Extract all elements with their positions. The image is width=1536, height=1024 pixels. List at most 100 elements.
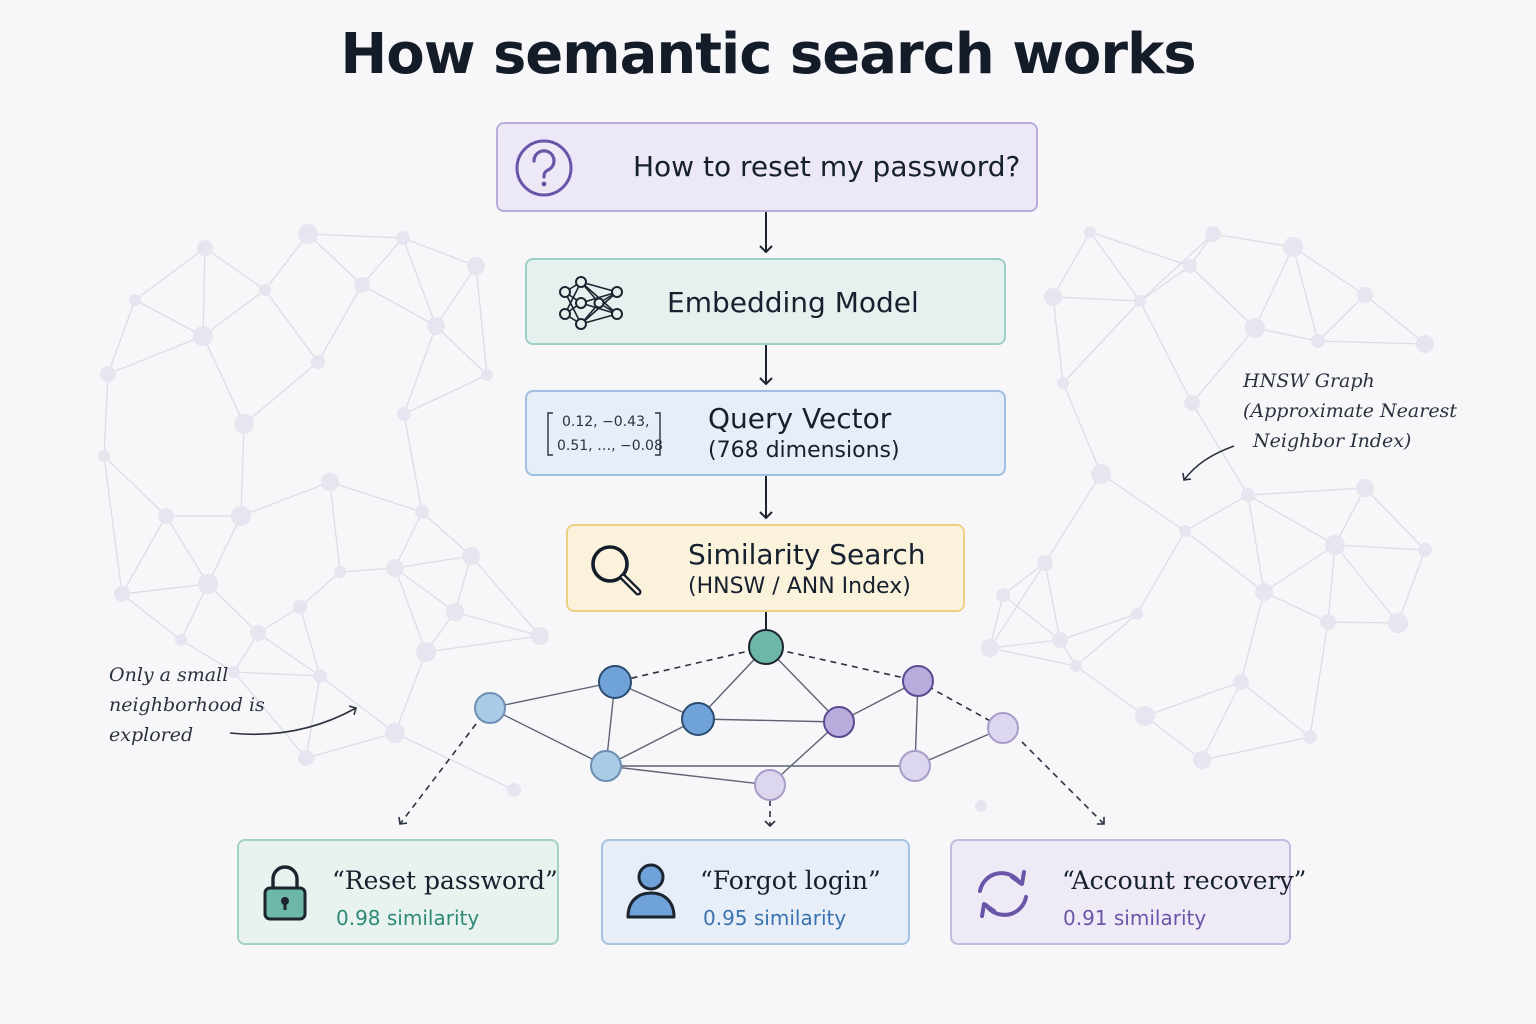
background-graph-edge	[454, 555, 472, 613]
background-graph-node	[1091, 464, 1111, 484]
background-graph-node	[1193, 751, 1211, 769]
background-graph-edge	[1201, 736, 1311, 761]
background-graph-node	[1084, 226, 1096, 238]
result-card-forgot-login[interactable]: “Forgot login” 0.95 similarity	[601, 839, 910, 945]
query-box: How to reset my password?	[496, 122, 1038, 212]
background-graph-edge	[1263, 591, 1329, 623]
background-graph-node	[1233, 674, 1249, 690]
background-graph-edge	[1292, 246, 1319, 342]
background-graph-node	[1184, 395, 1200, 411]
background-graph-edge	[403, 325, 437, 415]
background-graph-edge	[1002, 594, 1061, 641]
background-graph-node	[446, 603, 464, 621]
background-graph-node	[975, 800, 987, 812]
background-graph-node	[467, 257, 485, 275]
user-icon	[626, 863, 676, 919]
query-text: How to reset my password?	[633, 150, 1021, 183]
background-graph-node	[114, 586, 130, 602]
background-graph-edge	[257, 606, 301, 634]
annotation-arrow-graph	[1182, 445, 1235, 481]
background-graph-edge	[1136, 530, 1186, 615]
subgraph-node	[823, 706, 855, 738]
background-graph-node	[1416, 335, 1434, 353]
background-graph-node	[193, 326, 213, 346]
background-graph-node	[1356, 479, 1374, 497]
background-graph-node	[100, 366, 116, 382]
background-graph-edge	[1212, 233, 1294, 248]
background-graph-edge	[1139, 300, 1193, 404]
background-graph-edge	[204, 247, 266, 291]
query-vector-label: Query Vector	[708, 402, 892, 435]
background-graph-edge	[989, 594, 1004, 649]
background-graph-node	[462, 547, 480, 565]
subgraph-edge	[605, 718, 699, 767]
background-graph-edge	[307, 233, 404, 239]
subgraph-node	[754, 769, 786, 801]
background-graph-node	[198, 574, 218, 594]
background-graph-node	[334, 566, 346, 578]
background-graph-node	[415, 505, 429, 519]
background-graph-edge	[425, 635, 541, 653]
background-graph-edge	[207, 515, 242, 585]
background-graph-edge	[103, 455, 123, 595]
entry-point-node	[748, 629, 784, 665]
background-graph-edge	[435, 325, 488, 376]
background-graph-edge	[329, 481, 341, 573]
result-title: “Reset password”	[332, 866, 558, 895]
result-card-account-recovery[interactable]: “Account recovery” 0.91 similarity	[950, 839, 1306, 945]
result-card-reset-password[interactable]: “Reset password” 0.98 similarity	[237, 839, 559, 945]
background-graph-edge	[1247, 487, 1366, 496]
background-graph-node	[197, 240, 213, 256]
neighborhood-annotation-line-3: explored	[109, 724, 194, 746]
background-graph-edge	[207, 583, 259, 634]
background-graph-node	[1037, 555, 1053, 571]
lock-icon	[263, 865, 307, 921]
background-graph-node	[1311, 334, 1325, 348]
background-graph-edge	[470, 555, 541, 637]
background-graph-node	[427, 317, 445, 335]
background-graph-edge	[989, 647, 1077, 667]
background-graph-node	[531, 627, 549, 645]
background-graph-edge	[361, 237, 404, 286]
background-graph-edge	[361, 284, 437, 327]
background-graph-edge	[243, 361, 319, 425]
query-vector-box: 0.12, −0.43, 0.51, …, −0.08 Query Vector…	[525, 390, 1006, 476]
background-graph-edge	[1201, 681, 1242, 761]
subgraph-node	[598, 665, 632, 699]
background-graph-edge	[299, 571, 341, 608]
background-graph-edge	[180, 583, 209, 641]
background-graph-edge	[1189, 265, 1256, 329]
background-graph-edge	[305, 675, 321, 759]
background-graph-edge	[264, 233, 309, 291]
embedding-model-box: Embedding Model	[525, 258, 1006, 345]
background-graph-edge	[134, 247, 206, 301]
background-graph-edge	[202, 247, 206, 337]
background-graph-edge	[1184, 530, 1265, 593]
background-graph-edge	[305, 732, 396, 759]
embedding-model-label: Embedding Model	[667, 286, 919, 319]
background-graph-edge	[1075, 613, 1138, 667]
background-graph-edge	[1397, 549, 1426, 624]
background-graph-edge	[317, 284, 363, 363]
background-graph-node	[397, 407, 411, 421]
background-graph-node	[1418, 543, 1432, 557]
background-graph-edge	[233, 671, 307, 759]
subgraph-edge	[605, 765, 771, 786]
background-graph-edge	[107, 299, 136, 375]
subgraph-node	[899, 750, 931, 782]
vector-values-line-1: 0.12, −0.43,	[562, 414, 650, 430]
page-title: How semantic search works	[340, 22, 1196, 87]
subgraph-node	[590, 750, 622, 782]
background-graph-edge	[1191, 402, 1249, 496]
background-graph-edge	[1139, 233, 1214, 302]
background-graph-node	[981, 639, 999, 657]
background-graph-edge	[1044, 562, 1061, 641]
background-graph-node	[298, 224, 318, 244]
result-arrow	[398, 723, 477, 825]
background-graph-edge	[1052, 231, 1091, 298]
hnsw-annotation-line-2: (Approximate Nearest	[1243, 400, 1457, 422]
background-graph-node	[385, 723, 405, 743]
background-graph-edge	[394, 651, 427, 734]
